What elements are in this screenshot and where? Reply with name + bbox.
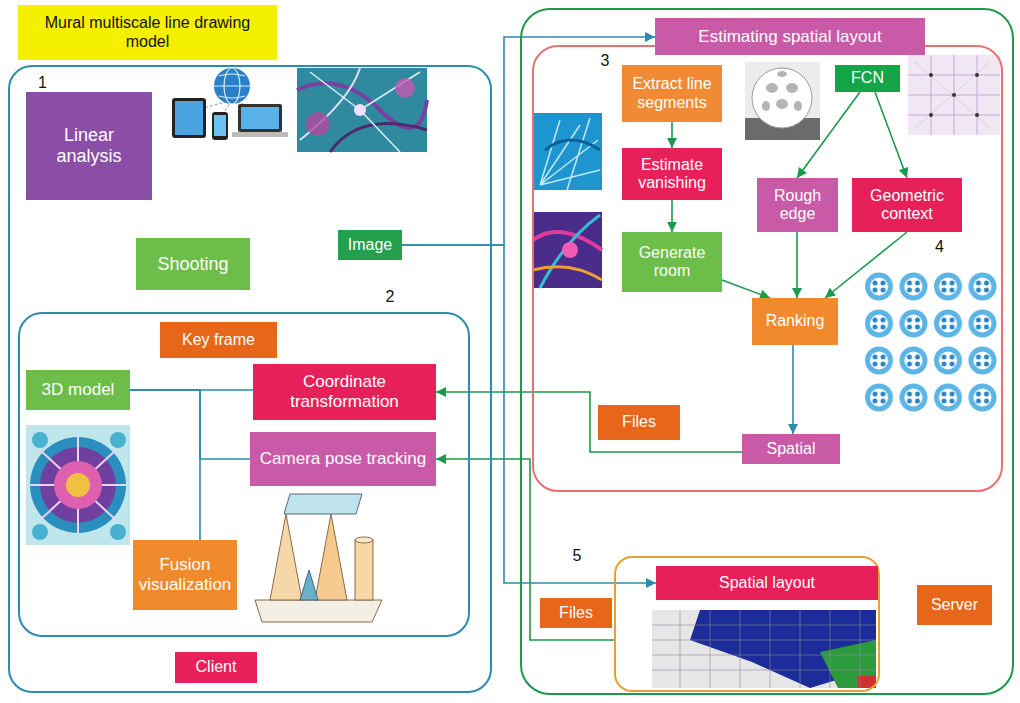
connector-line: [436, 392, 742, 452]
arrow-head: [825, 288, 836, 298]
arrow-head: [797, 167, 807, 178]
process-box: Key frame: [160, 322, 277, 358]
box-text: Generate room: [626, 244, 718, 281]
connector-line: [402, 37, 655, 245]
connector: [825, 232, 907, 298]
process-box: Shooting: [136, 238, 250, 290]
arrow-head: [667, 222, 677, 232]
connector: [667, 200, 677, 232]
mural-image: [297, 68, 427, 152]
process-box: Extract line segments: [622, 65, 722, 122]
box-text: Geometric context: [856, 187, 958, 224]
region-box: 5Spatial layout: [614, 556, 880, 692]
arrow-head: [788, 424, 798, 434]
connector-line: [797, 92, 860, 178]
process-box: Geometric context: [852, 178, 962, 232]
process-box: Spatial layout: [656, 566, 878, 600]
colorful-image: [533, 212, 602, 288]
arrow-head: [792, 288, 802, 298]
callout-number: 1: [38, 74, 47, 92]
connector-line: [792, 345, 794, 434]
process-box: FCN: [835, 65, 900, 92]
connector: [792, 232, 802, 298]
process-box: Fusion visualization: [133, 540, 237, 610]
arrow-head: [646, 578, 656, 588]
box-text: Estimate vanishing: [626, 156, 718, 193]
arrow-head: [436, 387, 446, 397]
connector-line: [130, 390, 250, 459]
process-box: Estimate vanishing: [622, 148, 722, 200]
process-box: 3D model: [26, 370, 130, 410]
process-box: Rough edge: [757, 178, 838, 232]
region-box: 2Key frame3D modelCoordinate transformat…: [18, 312, 470, 637]
connector: [130, 390, 200, 540]
connector: [130, 390, 250, 459]
box-text: Fusion visualization: [137, 555, 233, 594]
feather-image: [533, 113, 602, 190]
box-text: Linear analysis: [30, 125, 148, 166]
process-box: Files: [598, 405, 680, 440]
sketch-image: [255, 494, 382, 622]
region-box: 3Estimating spatial layoutExtract line s…: [532, 45, 1003, 492]
callout-number: 4: [935, 238, 944, 256]
arrow-head: [645, 32, 655, 42]
region-title: Client: [175, 652, 257, 683]
box-text: Extract line segments: [626, 75, 718, 112]
box-text: Ranking: [766, 312, 825, 330]
connector: [436, 387, 742, 452]
box-text: Coordinate transformation: [257, 372, 432, 411]
dot-pattern-image: [862, 268, 1000, 416]
process-box: Image: [338, 230, 402, 260]
callout-number: 2: [380, 286, 400, 308]
box-text: 3D model: [42, 380, 115, 400]
box-text: Files: [622, 413, 656, 431]
box-text: Key frame: [182, 331, 255, 349]
terrain-mesh-image: [652, 610, 876, 688]
connector: [436, 454, 614, 640]
process-box: Coordinate transformation: [253, 364, 436, 420]
connector: [788, 345, 798, 434]
box-text: Rough edge: [761, 187, 834, 224]
connector-line: [436, 459, 614, 640]
box-text: Files: [559, 604, 593, 622]
connector-line: [130, 390, 200, 540]
region-title: Server: [917, 585, 992, 625]
devices-icon: [172, 68, 288, 140]
box-text: Camera pose tracking: [260, 449, 426, 469]
box-text: Spatial: [767, 440, 816, 458]
title-box: Mural multiscale line drawing model: [18, 5, 277, 60]
process-box: Estimating spatial layout: [655, 18, 925, 55]
connector: [875, 92, 908, 178]
arrow-head: [667, 138, 677, 148]
process-box: Ranking: [752, 298, 838, 345]
box-text: FCN: [851, 69, 884, 87]
title-text: Mural multiscale line drawing model: [24, 14, 271, 51]
callout-number: 3: [596, 50, 614, 72]
connector-line: [825, 232, 907, 298]
region-box: Server3Estimating spatial layoutExtract …: [520, 8, 1014, 695]
box-text: Image: [348, 236, 392, 254]
mandala-image: [26, 425, 130, 545]
connector: [402, 32, 655, 245]
process-box: Camera pose tracking: [250, 432, 436, 486]
callout-number: 5: [568, 545, 586, 567]
arrow-head: [899, 167, 908, 178]
grid-cube-image: [908, 55, 1000, 135]
box-text: Spatial layout: [719, 574, 815, 592]
region-box: Client Linear analysisShooting Image 2Key f…: [8, 65, 492, 693]
connector: [797, 92, 860, 178]
arrow-head: [436, 454, 446, 464]
sphere-image: [745, 62, 820, 140]
process-box: Spatial: [742, 434, 840, 464]
box-text: Shooting: [157, 254, 228, 275]
connector: [667, 122, 677, 148]
box-text: Estimating spatial layout: [698, 27, 881, 47]
process-box: Linear analysis: [26, 92, 152, 200]
connector: [722, 280, 770, 299]
process-box: Generate room: [622, 232, 722, 292]
process-box: Files: [540, 598, 612, 628]
connector-line: [875, 92, 907, 178]
